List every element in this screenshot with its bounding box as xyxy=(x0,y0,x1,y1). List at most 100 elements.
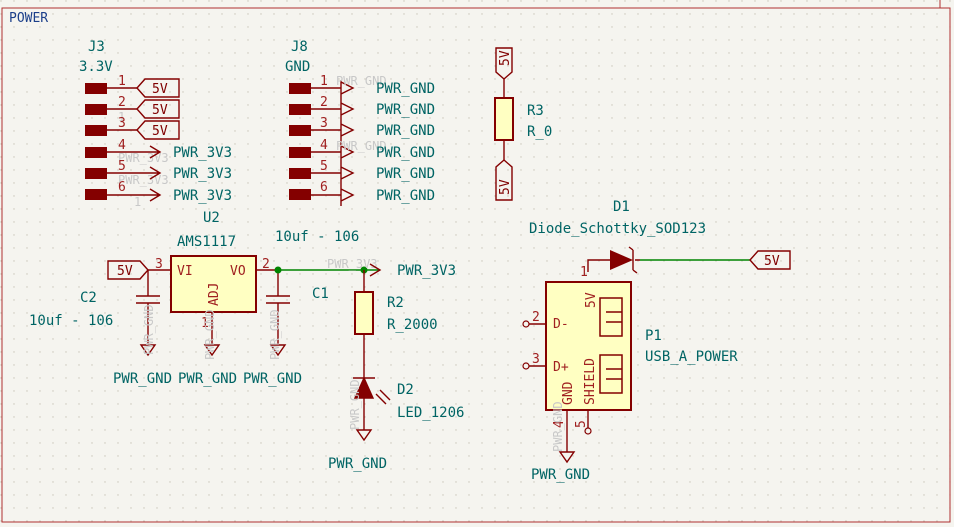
p1-pin-gnd: GND xyxy=(561,381,576,405)
p1-contact-2 xyxy=(599,354,623,394)
j8-net-5: PWR_GND xyxy=(376,166,435,182)
r3-body xyxy=(494,97,514,141)
d1-5v-label-shape xyxy=(749,250,791,270)
p1-pin-num-5: 5 xyxy=(574,420,589,428)
j3-pin-num-2: 2 xyxy=(118,95,126,110)
p1-pin-5v: 5V xyxy=(584,292,599,308)
j3-value: 3.3V xyxy=(79,59,113,75)
d2-light-rays xyxy=(375,389,391,405)
gnd-triangles xyxy=(139,335,287,357)
p1-contact-1 xyxy=(599,297,623,337)
d1-ref: D1 xyxy=(613,199,630,215)
d2-ref: D2 xyxy=(397,382,414,398)
r3-top-net: 5V xyxy=(498,50,513,66)
resistor-r3[interactable]: 5V R3 R_0 5V xyxy=(494,47,552,201)
regulator-grounds[interactable]: PWR_GND PWR_GND PWR_GND PWR_GND PWR_GND … xyxy=(113,304,302,387)
j3-label-shape-3 xyxy=(136,120,180,140)
j8-pad-4[interactable] xyxy=(289,147,311,158)
p1-pin-num-4: 4 xyxy=(552,420,567,428)
c2-value: 10uf - 106 xyxy=(29,313,113,329)
j8-pin-num-1: 1 xyxy=(320,74,328,89)
u2-ghost-gnd: PWR_GND xyxy=(203,309,217,360)
j3-3v3-symbols[interactable]: PWR_3V3 PWR_3V3 PWR_3V3 xyxy=(137,145,232,204)
connector-j3[interactable]: J3 3.3V 1 PWR_3V3 PWR_3V3 1 xyxy=(79,39,169,209)
diode-d1[interactable]: D1 Diode_Schottky_SOD123 5V xyxy=(529,199,791,274)
j3-ghost-2: 1 xyxy=(134,195,141,209)
capacitor-c2[interactable]: C2 10uf - 106 xyxy=(29,270,160,345)
d1-leads xyxy=(587,259,640,272)
j8-net-1: PWR_GND xyxy=(376,81,435,97)
p1-ghost-gnd: PWR_GND xyxy=(551,401,565,452)
j8-net-2: PWR_GND xyxy=(376,102,435,118)
connector-j8[interactable]: J8 GND 1 2 3 4 5 6 PWR_GND PWR_GND PWR_G… xyxy=(285,39,435,206)
j8-pin-num-6: 6 xyxy=(320,180,328,195)
j3-pad-2[interactable] xyxy=(85,104,107,115)
j3-ref: J3 xyxy=(88,39,105,55)
j3-pad-5[interactable] xyxy=(85,168,107,179)
u2-pin3: 3 xyxy=(155,257,163,272)
pwr-3v3-arrow xyxy=(369,263,382,277)
j8-pin-num-2: 2 xyxy=(320,95,328,110)
j8-ghost-2: PWR_GND xyxy=(336,139,387,153)
p1-contact-lines xyxy=(606,311,622,380)
p1-ref: P1 xyxy=(645,328,662,344)
p1-pin-num-1: 1 xyxy=(580,265,588,280)
resistor-r2[interactable]: R2 R_2000 xyxy=(354,270,438,378)
r2-ref: R2 xyxy=(387,295,404,311)
j3-pad-3[interactable] xyxy=(85,125,107,136)
junction-c1 xyxy=(274,266,282,274)
c2-ghost-gnd: PWR_GND xyxy=(142,304,156,355)
j8-ghost-1: PWR_GND xyxy=(336,74,387,88)
j3-5v-labels[interactable]: 5V 5V 5V xyxy=(136,78,180,140)
regulator-u2[interactable]: U2 AMS1117 VI VO ADJ 3 2 1 5V xyxy=(107,210,278,335)
p1-gnd-symbol xyxy=(558,451,576,464)
p1-pin-dm: D- xyxy=(553,317,569,332)
u2-value: AMS1117 xyxy=(177,234,236,250)
j8-pad-5[interactable] xyxy=(289,168,311,179)
j3-pad-1[interactable] xyxy=(85,83,107,94)
j3-net-6: PWR_3V3 xyxy=(173,188,232,204)
r3-value: R_0 xyxy=(527,124,552,140)
j3-pad-4[interactable] xyxy=(85,147,107,158)
u2-pin1: 1 xyxy=(201,316,209,331)
d2-value: LED_1206 xyxy=(397,405,464,421)
j3-pad-6[interactable] xyxy=(85,189,107,200)
u2-gnd-label: PWR_GND xyxy=(178,371,237,387)
j8-pad-6[interactable] xyxy=(289,189,311,200)
net-pwr-3v3[interactable]: PWR_3V3 PWR_3V3 xyxy=(274,257,457,279)
j3-ghost-1: 1 xyxy=(118,110,125,124)
p1-data-pins xyxy=(529,323,546,367)
p1-pin5-nc xyxy=(584,427,592,435)
j8-pad-3[interactable] xyxy=(289,125,311,136)
j8-pin-num-4: 4 xyxy=(320,138,328,153)
j3-pin-num-6: 6 xyxy=(118,180,126,195)
c2-ref: C2 xyxy=(80,290,97,306)
capacitor-c1[interactable]: C1 10uf - 106 xyxy=(266,229,359,345)
j3-pin-lines xyxy=(107,87,137,196)
j3-net-5: PWR_3V3 xyxy=(173,166,232,182)
d1-net: 5V xyxy=(764,254,780,269)
d2-gnd-symbol xyxy=(355,429,373,442)
j8-pin-lines xyxy=(311,87,341,196)
j3-pin-num-3: 3 xyxy=(118,116,126,131)
u2-in-label-shape xyxy=(107,260,149,280)
c1-value: 10uf - 106 xyxy=(275,229,359,245)
c2-symbol xyxy=(136,270,160,345)
c1-ghost-gnd: PWR_GND xyxy=(268,309,282,360)
usb-connector-p1[interactable]: 1 5V 2 3 D- D+ GND SHIELD 4 5 P1 USB_A_P… xyxy=(522,265,738,483)
u2-pin-adj: ADJ xyxy=(207,283,222,306)
c2-gnd-label: PWR_GND xyxy=(113,371,172,387)
j8-value: GND xyxy=(285,59,310,75)
led-d2[interactable]: D2 LED_1206 PWR_GND PWR_GND xyxy=(328,376,464,472)
j3-label-shape-2 xyxy=(136,99,180,119)
p1-bottom-pins xyxy=(566,410,589,452)
pwr-3v3-label: PWR_3V3 xyxy=(397,263,456,279)
r2-value: R_2000 xyxy=(387,317,438,333)
u2-pin-lines xyxy=(148,269,278,335)
p1-gnd-label: PWR_GND xyxy=(531,467,590,483)
j8-pad-1[interactable] xyxy=(289,83,311,94)
j8-pad-2[interactable] xyxy=(289,104,311,115)
j8-net-4: PWR_GND xyxy=(376,145,435,161)
